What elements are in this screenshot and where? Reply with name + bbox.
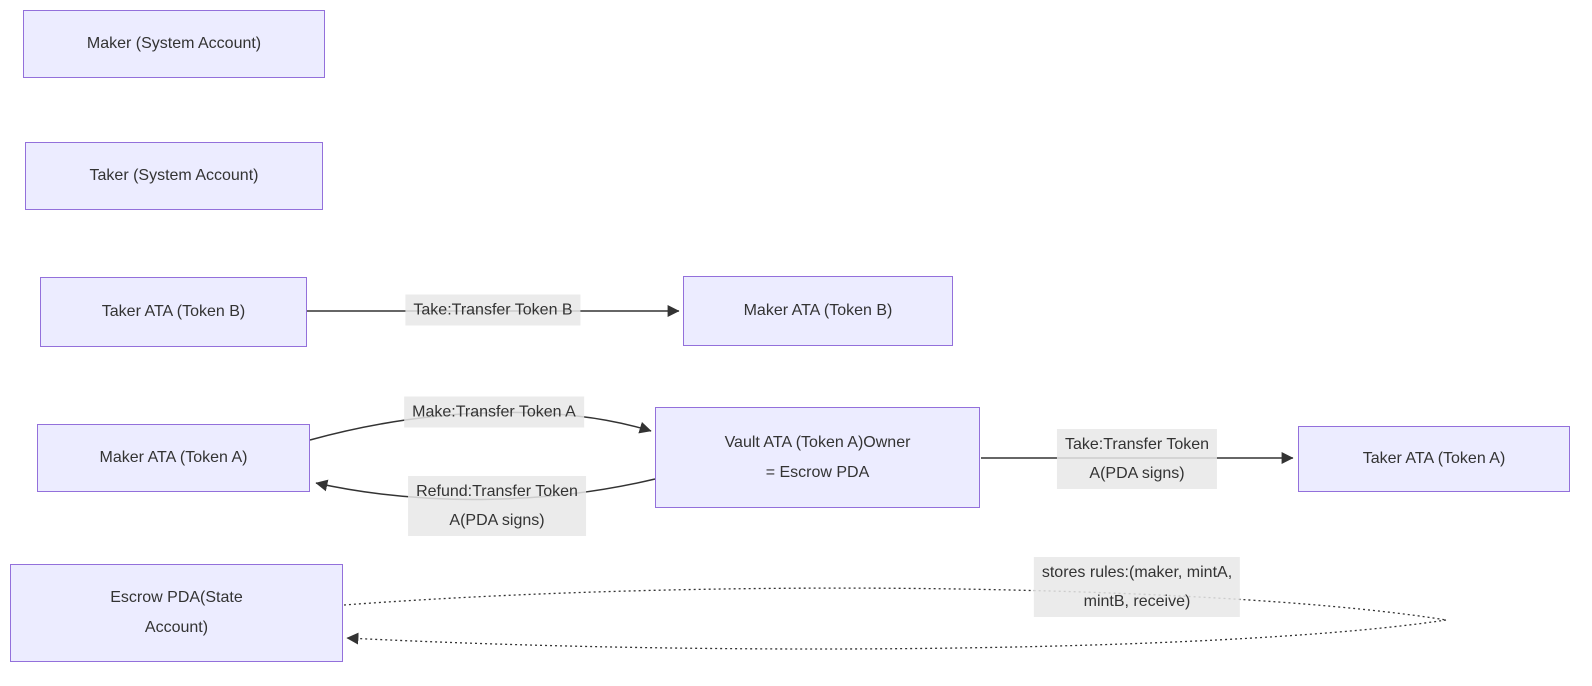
node-taker-ata-token-b: Taker ATA (Token B): [40, 277, 307, 347]
node-vault-ata-escrow-owner: Vault ATA (Token A)Owner = Escrow PDA: [655, 407, 980, 508]
edge-label-take-transfer-token-a-pda: Take:Transfer Token A(PDA signs): [1056, 429, 1218, 489]
node-maker-ata-token-a: Maker ATA (Token A): [37, 424, 310, 492]
edge-label-take-transfer-token-b: Take:Transfer Token B: [405, 294, 581, 326]
node-taker-system-account: Taker (System Account): [25, 142, 323, 210]
node-maker-system-account: Maker (System Account): [23, 10, 325, 78]
edge-stores-rules-in: [346, 619, 1447, 650]
edge-label-stores-rules: stores rules:(maker, mintA, mintB, recei…: [1033, 557, 1241, 617]
edge-label-make-transfer-token-a: Make:Transfer Token A: [404, 396, 584, 428]
edge-label-refund-transfer-token-a: Refund:Transfer Token A(PDA signs): [408, 476, 586, 536]
node-maker-ata-token-b: Maker ATA (Token B): [683, 276, 953, 346]
node-escrow-pda-state-account: Escrow PDA(State Account): [10, 564, 343, 662]
edge-stores-rules-out: [343, 587, 1447, 621]
node-taker-ata-token-a: Taker ATA (Token A): [1298, 426, 1570, 492]
